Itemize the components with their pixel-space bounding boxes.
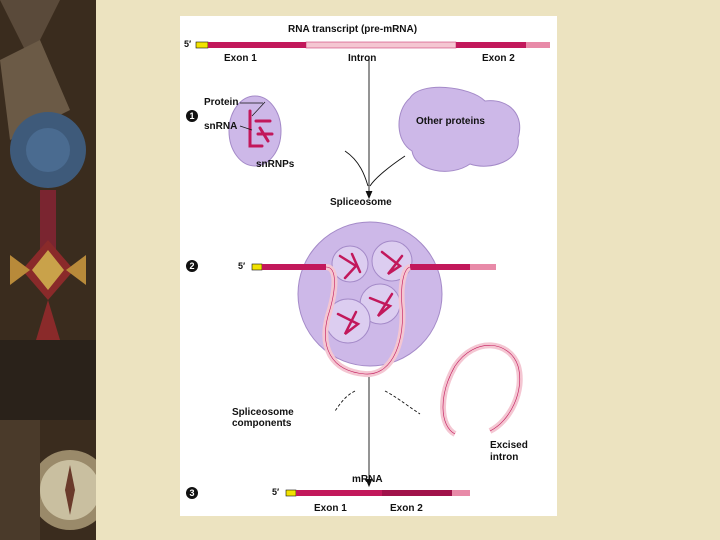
- spliceosome-components-label-1: Spliceosome: [232, 407, 294, 418]
- snrnps-label: snRNPs: [256, 159, 295, 170]
- exon2-label: Exon 2: [482, 53, 515, 64]
- excised-label-2: intron: [490, 452, 519, 463]
- five-prime-label-3: 5′: [272, 487, 280, 497]
- step2-strands: [251, 263, 496, 378]
- pre-mrna-strand: [195, 41, 550, 49]
- flow-arrows: [334, 56, 421, 488]
- mrna-strand: [285, 489, 470, 497]
- spliceosome-label: Spliceosome: [330, 197, 392, 208]
- medal-photo: [0, 0, 96, 540]
- spliceosome-sphere: [297, 221, 443, 367]
- step-1-badge: 1: [186, 110, 198, 122]
- snrna-label: snRNA: [204, 121, 238, 132]
- exon1-label: Exon 1: [224, 53, 257, 64]
- exon2-bottom-label: Exon 2: [390, 503, 423, 514]
- step-2-badge: 2: [186, 260, 198, 272]
- snrnp-particle: [228, 95, 282, 167]
- excised-label-1: Excised: [490, 440, 528, 451]
- other-proteins-blob: [398, 86, 521, 172]
- mrna-label: mRNA: [352, 474, 383, 485]
- splicing-figure: RNA transcript (pre-mRNA) 5′ Exon 1 Intr…: [180, 16, 557, 516]
- five-prime-label: 5′: [184, 39, 192, 49]
- other-proteins-label: Other proteins: [416, 116, 485, 127]
- excised-intron-loop: [440, 342, 523, 437]
- protein-label: Protein: [204, 97, 239, 108]
- exon1-bottom-label: Exon 1: [314, 503, 347, 514]
- intron-label: Intron: [348, 53, 377, 64]
- spliceosome-components-label-2: components: [232, 418, 292, 429]
- five-prime-label-2: 5′: [238, 261, 246, 271]
- step-3-badge: 3: [186, 487, 198, 499]
- figure-title: RNA transcript (pre-mRNA): [288, 24, 418, 35]
